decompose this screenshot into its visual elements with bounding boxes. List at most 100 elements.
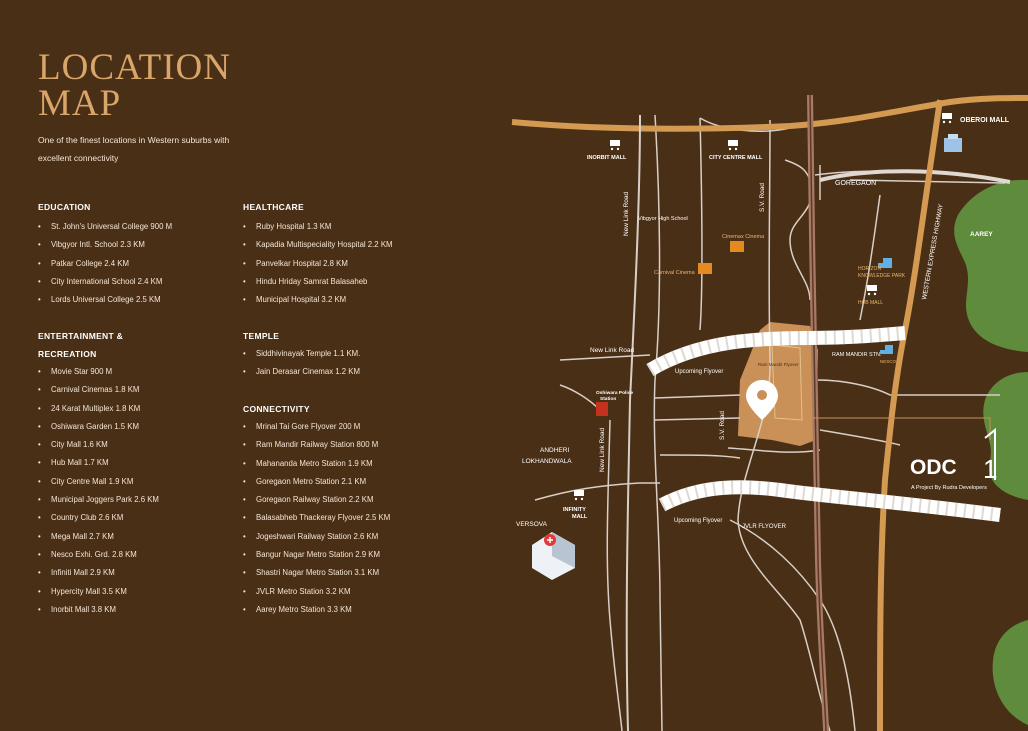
hub-mall-label: HUB MALL <box>858 300 883 306</box>
connectivity-item: Balasabheb Thackeray Flyover 2.5 KM <box>243 509 390 528</box>
entertainment-item: Country Club 2.6 KM <box>38 509 159 528</box>
vibgyor-label: Vibgyor High School <box>638 216 688 222</box>
connectivity-item: Jogeshwari Railway Station 2.6 KM <box>243 528 390 547</box>
new-link-road-label-vertical: New Link Road <box>623 192 630 236</box>
connectivity-item: Mrinal Tai Gore Flyover 200 M <box>243 418 390 437</box>
healthcare-item: Ruby Hospital 1.3 KM <box>243 218 393 237</box>
page-title: LOCATION MAP <box>38 47 231 124</box>
connectivity-item: Aarey Metro Station 3.3 KM <box>243 601 390 620</box>
aarey-label: AAREY <box>970 231 993 238</box>
shopping-cart-icon <box>728 140 738 151</box>
entertainment-heading-line2: RECREATION <box>38 349 97 359</box>
page-title-line1: LOCATION <box>38 47 231 88</box>
infinity-mall-label: INFINITY <box>563 507 586 513</box>
entertainment-item: City Centre Mall 1.9 KM <box>38 473 159 492</box>
main-road-top <box>511 95 1028 132</box>
police-station-icon <box>596 402 608 416</box>
railway-line <box>807 94 829 731</box>
hospital-building-icon <box>532 532 575 580</box>
oshiwara-station-label: Station <box>600 396 616 402</box>
temple-heading: TEMPLE <box>243 331 280 341</box>
education-heading: EDUCATION <box>38 202 91 212</box>
shopping-cart-icon <box>942 113 952 124</box>
cinemax-label: Cinemax Cinema <box>722 234 765 240</box>
connectivity-item: JVLR Metro Station 3.2 KM <box>243 583 390 602</box>
entertainment-item: Mega Mall 2.7 KM <box>38 528 159 547</box>
entertainment-item: City Mall 1.6 KM <box>38 436 159 455</box>
odc-logo-text: ODC <box>910 456 957 479</box>
odc-connector-line <box>810 417 991 440</box>
entertainment-item: Infiniti Mall 2.9 KM <box>38 564 159 583</box>
goregaon-road <box>819 169 1011 184</box>
upcoming-flyover-2 <box>658 480 1001 522</box>
horizon-label: HORIZON <box>858 266 881 272</box>
entertainment-heading: ENTERTAINMENT & RECREATION <box>38 331 123 359</box>
office-building-icon <box>880 345 893 354</box>
shopping-cart-icon <box>610 140 620 151</box>
odc-logo <box>984 427 996 480</box>
jvlr-flyover-label: JVLR FLYOVER <box>742 524 787 530</box>
ram-mandir-label: RAM MANDIR STN. <box>832 352 882 358</box>
connectivity-item: Shastri Nagar Metro Station 3.1 KM <box>243 564 390 583</box>
education-item: Patkar College 2.4 KM <box>38 255 172 274</box>
western-express-highway-road <box>877 99 943 731</box>
new-link-road-label-2: New Link Road <box>599 428 606 472</box>
flyover-arc-label: Ram Mandir Flyover <box>758 362 799 367</box>
green-area-3 <box>992 620 1028 725</box>
entertainment-item: 24 Karat Multiplex 1.8 KM <box>38 400 159 419</box>
education-item: Lords Universal College 2.5 KM <box>38 291 172 310</box>
healthcare-heading: HEALTHCARE <box>243 202 304 212</box>
shopping-cart-icon <box>867 285 877 296</box>
connectivity-list: Mrinal Tai Gore Flyover 200 MRam Mandir … <box>243 418 390 620</box>
connectivity-item: Bangur Nagar Metro Station 2.9 KM <box>243 546 390 565</box>
entertainment-item: Oshiwara Garden 1.5 KM <box>38 418 159 437</box>
entertainment-heading-line1: ENTERTAINMENT & <box>38 331 124 341</box>
aarey-green-area <box>954 179 1028 352</box>
location-pin-icon <box>746 380 778 420</box>
mall-building-icon <box>944 134 962 152</box>
new-link-road-line <box>625 114 641 731</box>
entertainment-item: Nesco Exhi. Grd. 2.8 KM <box>38 546 159 565</box>
entertainment-item: Hypercity Mall 3.5 KM <box>38 583 159 602</box>
subtitle: One of the finest locations in Western s… <box>38 135 230 163</box>
connectivity-item: Goregaon Metro Station 2.1 KM <box>243 473 390 492</box>
versova-label: VERSOVA <box>516 521 548 528</box>
entertainment-item: Municipal Joggers Park 2.6 KM <box>38 491 159 510</box>
oshiwara-police-label: Oshiwara Police <box>596 390 633 396</box>
connectivity-item: Goregaon Railway Station 2.2 KM <box>243 491 390 510</box>
connectivity-heading: CONNECTIVITY <box>243 404 310 414</box>
temple-item: Jain Derasar Cinemax 1.2 KM <box>243 363 360 382</box>
infinity-mall-label-2: MALL <box>572 514 588 520</box>
healthcare-item: Panvelkar Hospital 2.8 KM <box>243 255 393 274</box>
entertainment-item: Hub Mall 1.7 KM <box>38 454 159 473</box>
odc-tagline: A Project By Rudra Developers <box>911 485 987 491</box>
entertainment-item: Inorbit Mall 3.8 KM <box>38 601 159 620</box>
temple-list: Siddhivinayak Temple 1.1 KM.Jain Derasar… <box>243 345 360 382</box>
entertainment-item: Movie Star 900 M <box>38 363 159 382</box>
odc-logo-one: 1 <box>983 454 997 484</box>
goregaon-label: GOREGAON <box>835 180 876 187</box>
education-item: City International School 2.4 KM <box>38 273 172 292</box>
inorbit-mall-label: INORBIT MALL <box>587 155 627 161</box>
page-title-line2: MAP <box>38 83 122 124</box>
healthcare-list: Ruby Hospital 1.3 KMKapadia Multispecial… <box>243 218 393 310</box>
upcoming-flyover-label-2: Upcoming Flyover <box>674 518 722 524</box>
cinema-clapper-icon <box>698 263 712 274</box>
nesco-label: NESCO <box>880 359 897 364</box>
entertainment-item: Carnival Cinemas 1.8 KM <box>38 381 159 400</box>
education-item: St. John's Universal College 900 M <box>38 218 172 237</box>
lokhandwala-label: LOKHANDWALA <box>522 458 572 465</box>
healthcare-item: Kapadia Multispeciality Hospital 2.2 KM <box>243 236 393 255</box>
knowledge-park-label: KNOWLEDGE PARK <box>858 273 906 279</box>
sv-road-label-2: S.V. Road <box>719 411 726 440</box>
office-building-icon <box>878 258 892 268</box>
sv-road-label: S.V. Road <box>759 183 766 212</box>
city-centre-mall-label: CITY CENTRE MALL <box>709 155 763 161</box>
entertainment-list: Movie Star 900 MCarnival Cinemas 1.8 KM2… <box>38 363 159 619</box>
carnival-label: Carnival Cinema <box>654 270 696 276</box>
oberoi-mall-label: OBEROI MALL <box>960 117 1010 124</box>
new-link-road-label: New Link Road <box>590 347 634 354</box>
upcoming-flyover-1 <box>646 326 906 377</box>
temple-item: Siddhivinayak Temple 1.1 KM. <box>243 345 360 364</box>
healthcare-item: Municipal Hospital 3.2 KM <box>243 291 393 310</box>
